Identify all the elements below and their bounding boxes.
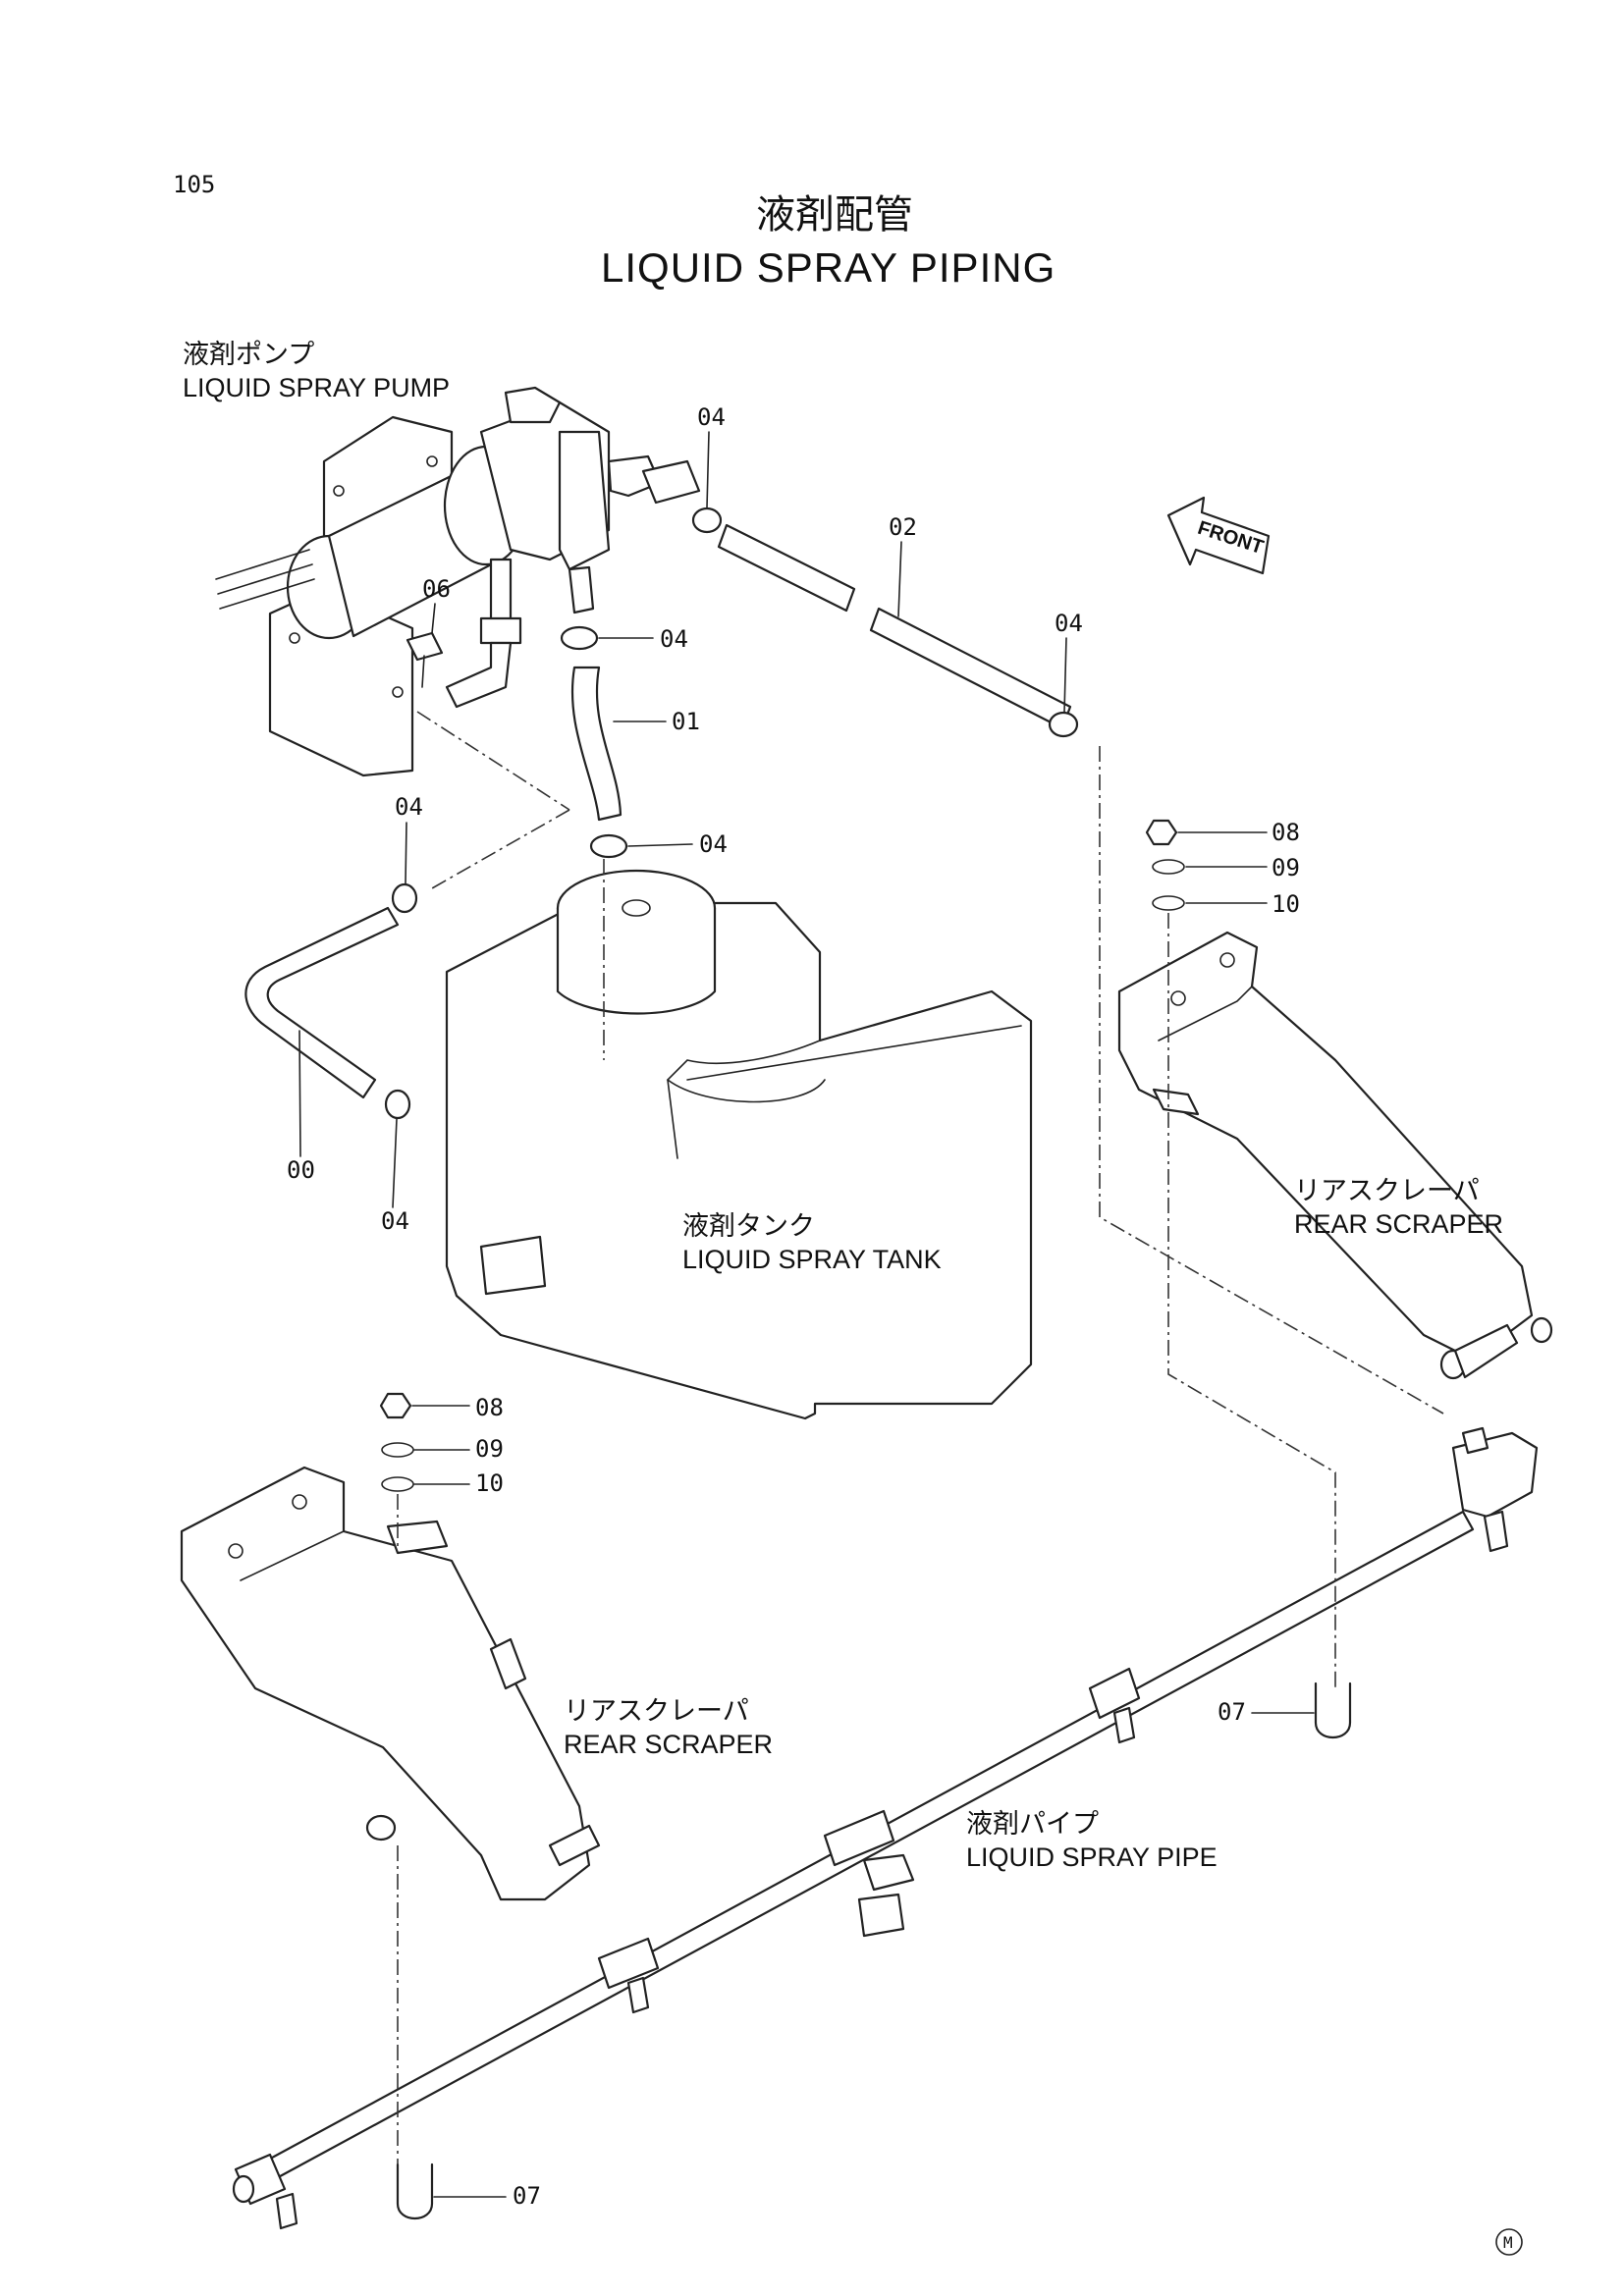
callout-04-hose-top: 04 [395,793,423,821]
page-number: 105 [173,171,215,198]
callout-04-pump: 04 [660,625,688,653]
hose-clamp-04-hose-bottom [384,1089,411,1120]
scraper-left-label-japanese: リアスクレーパ [564,1696,749,1726]
u-bolt-07-bottom [396,2163,434,2219]
callout-01: 01 [672,708,700,735]
assembly-line [431,809,570,889]
callout-04-top: 04 [697,403,726,431]
hose-clamp-04-right [1048,711,1079,738]
callout-10-right: 10 [1272,890,1300,918]
washer-10-right [1152,895,1185,911]
rear-scraper-left [180,1466,601,1901]
nut-08-right [1145,819,1178,846]
front-arrow-icon: FRONT [1166,496,1271,575]
scraper-right-label-english: REAR SCRAPER [1294,1209,1503,1239]
callout-04-right: 04 [1055,610,1083,637]
hose-clamp-04-pump [560,625,599,651]
bolt-06 [406,631,444,688]
spring-washer-09-left [381,1442,414,1458]
hose-00 [244,906,400,1099]
pump-label-japanese: 液剤ポンプ [183,340,314,369]
hose-clamp-04-tank [589,833,628,859]
assembly-line [416,711,570,811]
spring-washer-09-right [1152,859,1185,875]
callout-04-hose-bottom: 04 [381,1207,409,1235]
callout-07-bottom: 07 [513,2182,541,2210]
hose-02-lower [869,607,1072,730]
callout-00: 00 [287,1156,315,1184]
manufacturer-mark-letter: M [1503,2233,1513,2252]
pipe-label-english: LIQUID SPRAY PIPE [966,1842,1218,1872]
callout-04-tank: 04 [699,830,728,858]
nut-08-left [379,1392,412,1419]
assembly-line [1099,746,1444,1415]
tank-label-japanese: 液剤タンク [682,1211,815,1241]
callout-09-right: 09 [1272,854,1300,881]
tank-label-english: LIQUID SPRAY TANK [682,1245,942,1274]
title-english: LIQUID SPRAY PIPING [601,244,1056,291]
title-japanese: 液剤配管 [756,192,913,238]
hose-02-upper [717,523,856,613]
liquid-spray-tank [445,869,1033,1420]
callout-10-left: 10 [475,1469,504,1497]
hose-clamp-04-top [691,507,723,534]
liquid-spray-pump [215,386,701,777]
scraper-right-label-japanese: リアスクレーパ [1294,1176,1480,1205]
hose-clamp-04-hose-top [391,882,418,914]
washer-10-left [381,1476,414,1492]
callout-02: 02 [889,513,917,541]
liquid-spray-pipe [232,1426,1539,2230]
rear-scraper-right [1117,931,1553,1380]
callout-08-left: 08 [475,1394,504,1421]
hose-01 [570,666,623,822]
pump-label-english: LIQUID SPRAY PUMP [183,373,450,402]
callout-09-left: 09 [475,1435,504,1463]
u-bolt-07-right [1314,1682,1352,1738]
callout-06: 06 [422,575,451,603]
scraper-left-label-english: REAR SCRAPER [564,1730,773,1759]
callout-08-right: 08 [1272,819,1300,846]
manufacturer-mark-icon: M [1495,2228,1523,2256]
pipe-label-japanese: 液剤パイプ [966,1809,1099,1839]
callout-07-right: 07 [1218,1698,1246,1726]
assembly-line [1167,913,1336,1688]
